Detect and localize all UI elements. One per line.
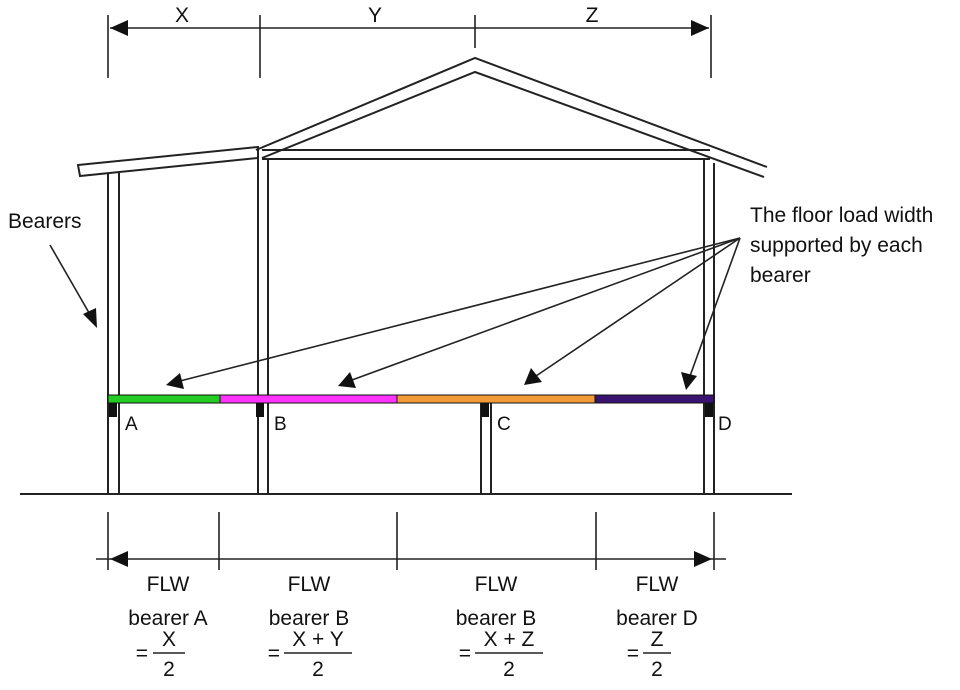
bearer-c (481, 403, 489, 417)
flw-d-numerator: Z (651, 628, 664, 651)
gable-roof-outer (255, 56, 768, 168)
floor-load-label-line2: supported by each (750, 234, 923, 257)
floor-segment-a (107, 394, 221, 404)
floor-segment-d (594, 394, 715, 404)
flw-b-line2: bearer B (269, 607, 350, 630)
flw-b-denominator: 2 (312, 658, 324, 681)
bearers (109, 403, 713, 417)
flw-d-line2: bearer D (616, 607, 698, 630)
dim-arrow-right (691, 20, 709, 36)
arrow-head-c (524, 368, 542, 385)
flw-column-c: FLW bearer B = X + Z 2 (456, 573, 543, 681)
point-label-b: B (274, 414, 287, 435)
bottom-arrow-left (110, 551, 128, 567)
flw-d-line1: FLW (636, 573, 679, 596)
flw-a-line1: FLW (147, 573, 190, 596)
arrow-head-b (338, 372, 356, 388)
top-dimension: X Y Z (107, 4, 712, 78)
flw-d-denominator: 2 (651, 658, 663, 681)
arrow-head-a (166, 373, 184, 389)
dim-label-x: X (175, 4, 189, 27)
flw-c-numerator: X + Z (484, 628, 535, 651)
arrow-line-b (351, 237, 741, 381)
floor-load-arrows (166, 237, 741, 390)
flw-a-line2: bearer A (128, 607, 207, 630)
roof (76, 56, 768, 178)
point-label-a: A (125, 414, 138, 435)
flw-column-d: FLW bearer D = Z 2 (616, 573, 698, 681)
arrow-head-d (681, 372, 697, 390)
flw-column-b: FLW bearer B = X + Y 2 (268, 573, 352, 681)
flw-b-numerator: X + Y (292, 628, 344, 651)
flw-b-eq: = (268, 642, 280, 665)
bearers-arrow-head (83, 308, 97, 328)
flw-a-denominator: 2 (163, 658, 175, 681)
flw-d-eq: = (627, 642, 639, 665)
flw-c-line2: bearer B (456, 607, 537, 630)
dim-label-y: Y (368, 4, 382, 27)
flw-a-numerator: X (162, 628, 176, 651)
floor-load-label-line1: The floor load width (750, 204, 933, 227)
bottom-arrow-right (694, 551, 712, 567)
floor-load-label-line3: bearer (750, 264, 811, 287)
dim-arrow-left (110, 20, 128, 36)
flw-c-denominator: 2 (503, 658, 515, 681)
flw-c-eq: = (459, 642, 471, 665)
bearers-arrow-line (49, 244, 93, 319)
walls (107, 158, 715, 494)
floor-segment-c (396, 394, 596, 404)
point-label-d: D (718, 414, 732, 435)
gable-roof-inner (261, 70, 765, 178)
floor-segments (107, 394, 715, 404)
flw-column-a: FLW bearer A = X 2 (128, 573, 207, 681)
arrow-line-a (179, 237, 741, 382)
bearer-d (705, 403, 713, 417)
skillion-roof (76, 145, 259, 178)
bearer-b (256, 403, 264, 417)
arrow-line-d (689, 237, 741, 377)
flw-a-eq: = (136, 642, 148, 665)
point-label-c: C (497, 414, 511, 435)
arrow-line-c (535, 237, 741, 377)
dim-label-z: Z (586, 4, 599, 27)
flw-c-line1: FLW (475, 573, 518, 596)
bearers-label: Bearers (8, 210, 82, 233)
bottom-dimension (96, 512, 726, 570)
floor-segment-b (219, 394, 398, 404)
bearer-a (109, 403, 117, 417)
flw-b-line1: FLW (288, 573, 331, 596)
